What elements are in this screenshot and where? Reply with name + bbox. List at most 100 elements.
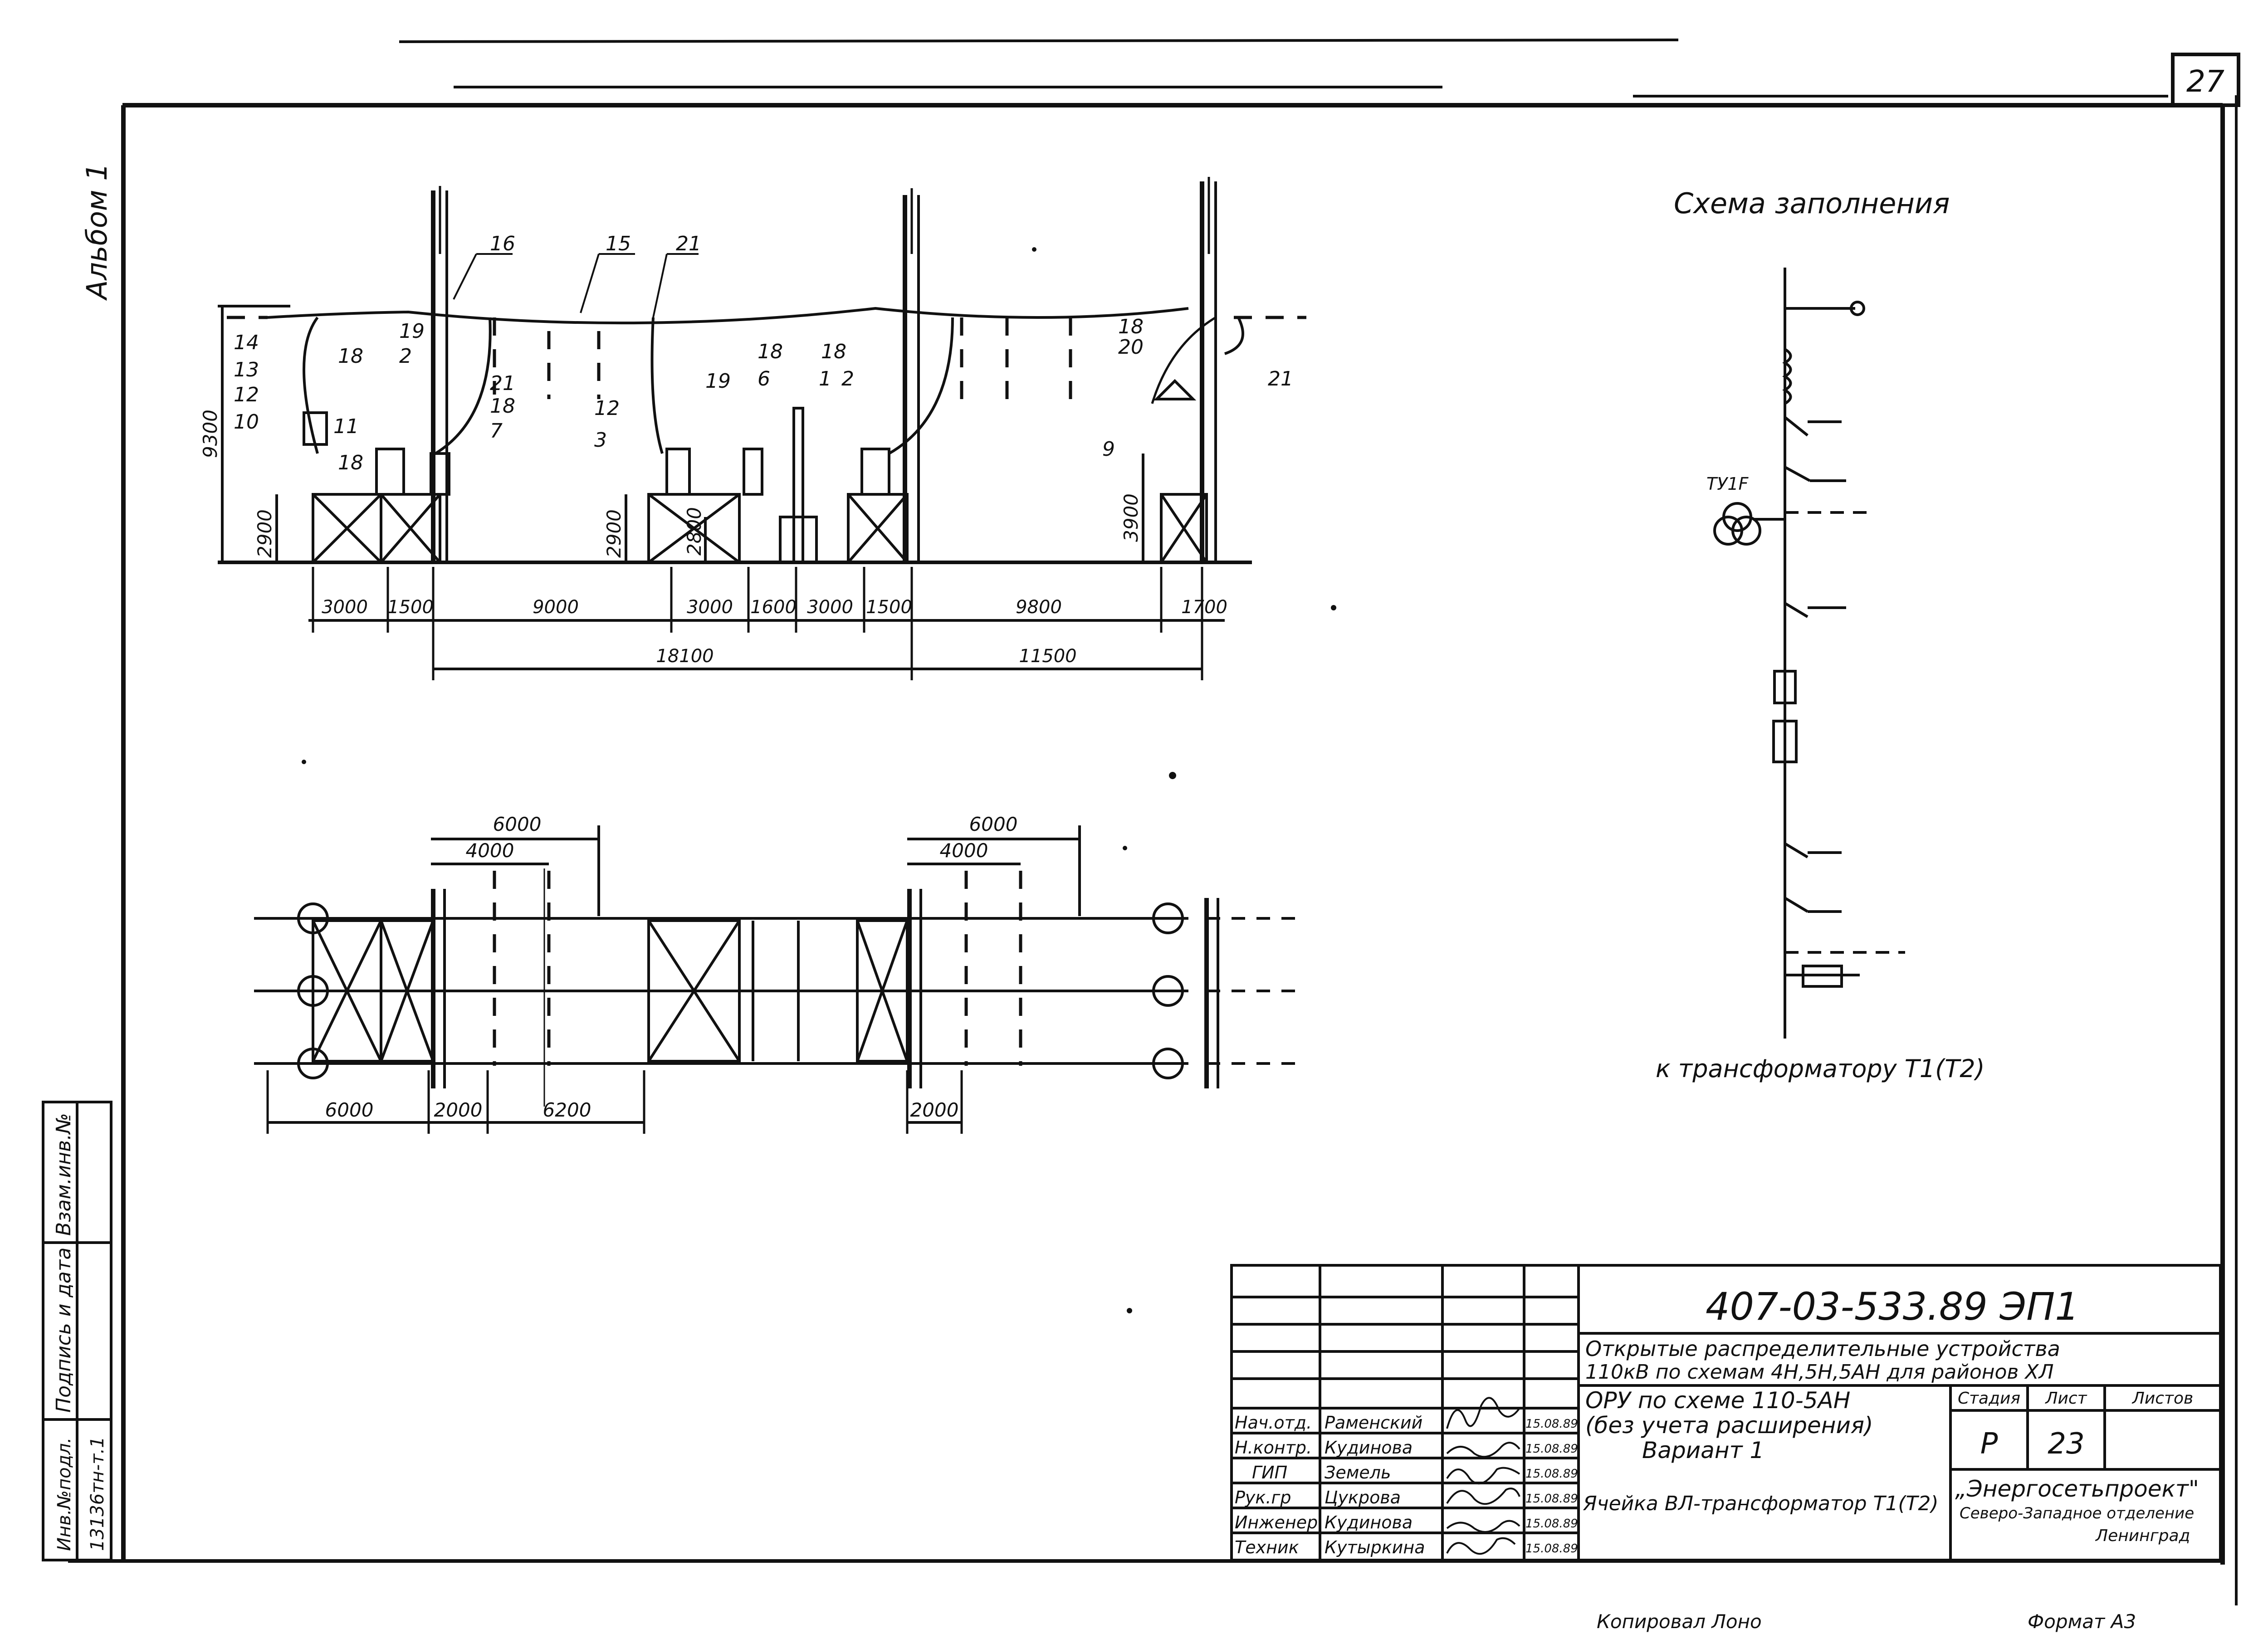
signature-date: 15.08.89 xyxy=(1525,1442,1578,1456)
signature-role: Техник xyxy=(1235,1537,1299,1557)
height-dim: 2900 xyxy=(603,509,625,558)
transformer-label: ТУ1F xyxy=(1706,474,1749,494)
height-dim: 3900 xyxy=(1120,493,1142,542)
plan-dim: 6000 xyxy=(493,813,542,835)
spacing-dim: 9000 xyxy=(533,597,579,618)
callout-label: 18 xyxy=(338,451,363,474)
side-stamp: Взам.инв.№ Подпись и дата Инв.№подл. 131… xyxy=(42,1101,112,1561)
cell-name: Ячейка ВЛ-трансформатор Т1(Т2) xyxy=(1583,1492,1939,1515)
height-dim: 2800 xyxy=(683,507,705,556)
project-title-line2: 110кВ по схемам 4Н,5Н,5АН для районов ХЛ xyxy=(1585,1361,2054,1384)
spacing-dim: 1500 xyxy=(387,597,434,618)
sheet-number: 27 xyxy=(2186,64,2224,99)
org-name: „Энергосетьпроект" xyxy=(1955,1476,2199,1502)
spacing-dim: 3000 xyxy=(687,597,733,618)
callout-label: 18 xyxy=(490,395,515,418)
elevation-callouts: 16 15 21 19 2 18 21 18 7 14 13 12 10 11 … xyxy=(234,232,1293,474)
spacing-dim: 18100 xyxy=(656,646,714,667)
handwritten-signatures xyxy=(1446,1397,1520,1555)
stage-header: Стадия xyxy=(1958,1389,2020,1408)
plan-dim: 4000 xyxy=(466,839,514,862)
callout-label: 18 xyxy=(758,340,783,363)
signature-role: ГИП xyxy=(1252,1463,1287,1483)
signature-name: Цукрова xyxy=(1325,1488,1401,1507)
callout-label: 16 xyxy=(490,232,515,255)
callout-label: 11 xyxy=(333,415,359,438)
callout-label: 14 xyxy=(234,331,259,354)
album-label: Альбом 1 xyxy=(80,163,113,301)
top-rules xyxy=(399,39,2168,98)
scan-specks xyxy=(302,247,1336,1313)
callout-label: 20 xyxy=(1118,336,1144,359)
org-city: Ленинград xyxy=(2095,1527,2190,1545)
copied-by-label: Копировал Лоно xyxy=(1597,1610,1762,1633)
callout-label: 2 xyxy=(399,345,412,368)
signature-date: 15.08.89 xyxy=(1525,1492,1578,1506)
scheme-footer: к трансформатору Т1(Т2) xyxy=(1656,1054,1985,1083)
signature-date: 15.08.89 xyxy=(1525,1467,1578,1481)
spacing-dim: 1700 xyxy=(1181,597,1227,618)
signature-date: 15.08.89 xyxy=(1525,1417,1578,1431)
callout-label: 21 xyxy=(490,372,515,395)
signature-name: Раменский xyxy=(1325,1413,1422,1433)
signature-name: Земель xyxy=(1325,1463,1391,1483)
sheet-title-line3: Вариант 1 xyxy=(1642,1437,1764,1463)
spacing-dim: 3000 xyxy=(322,597,368,618)
callout-label: 21 xyxy=(1268,367,1293,390)
callout-label: 12 xyxy=(594,397,620,420)
signature-role: Инженер xyxy=(1235,1512,1318,1532)
side-stamp-podpis-data: Подпись и дата xyxy=(52,1248,75,1413)
spacing-dim: 9800 xyxy=(1016,597,1062,618)
plan-drawing xyxy=(254,825,1297,1134)
format-label: Формат А3 xyxy=(2028,1610,2136,1633)
signature-name: Кудинова xyxy=(1325,1438,1413,1458)
elevation-spacing-dims: 3000 1500 9000 3000 1600 3000 1500 9800 … xyxy=(322,597,1227,667)
spacing-dim: 11500 xyxy=(1019,646,1076,667)
plan-dim: 6000 xyxy=(969,813,1018,835)
callout-label: 3 xyxy=(594,429,607,452)
callout-label: 12 xyxy=(234,383,259,406)
signature-date: 15.08.89 xyxy=(1525,1542,1578,1556)
sheet-title-line1: ОРУ по схеме 110-5АН xyxy=(1585,1387,1850,1414)
org-branch: Северо-Западное отделение xyxy=(1960,1504,2194,1522)
project-title-line1: Открытые распределительные устройства xyxy=(1585,1336,2060,1361)
callout-label: 13 xyxy=(234,358,259,381)
callout-label: 1 xyxy=(819,367,831,390)
elevation-height-dims: 9300 2900 2900 2800 3900 xyxy=(199,410,1142,558)
document-code: 407-03-533.89 ЭП1 xyxy=(1706,1284,2079,1329)
stage-value: Р xyxy=(1980,1427,1998,1461)
callout-label: 7 xyxy=(490,419,503,443)
sheets-header: Листов xyxy=(2131,1389,2193,1408)
side-stamp-inv-number: 13136тн-т.1 xyxy=(87,1436,108,1551)
callout-label: 10 xyxy=(234,410,259,434)
plan-dim: 2000 xyxy=(910,1099,959,1121)
callout-label: 19 xyxy=(705,370,731,393)
callout-label: 15 xyxy=(606,232,631,255)
callout-label: 21 xyxy=(676,232,701,255)
signature-role: Н.контр. xyxy=(1235,1438,1312,1458)
signature-date: 15.08.89 xyxy=(1525,1517,1578,1531)
spacing-dim: 1600 xyxy=(750,597,797,618)
plan-dim: 6200 xyxy=(543,1099,591,1121)
plan-dims: 6000 4000 6000 4000 6000 2000 6200 2000 xyxy=(325,813,1018,1121)
callout-label: 6 xyxy=(758,367,770,390)
signature-role: Рук.гр xyxy=(1235,1488,1291,1507)
signature-role: Нач.отд. xyxy=(1235,1413,1312,1433)
height-dim: 2900 xyxy=(254,509,276,558)
sheet-header: Лист xyxy=(2044,1389,2087,1408)
sheet-title-line2: (без учета расширения) xyxy=(1585,1412,1873,1439)
single-line-diagram xyxy=(1713,268,1905,1039)
plan-dim: 4000 xyxy=(940,839,988,862)
callout-label: 18 xyxy=(1118,315,1144,338)
callout-label: 19 xyxy=(399,320,425,343)
spacing-dim: 1500 xyxy=(866,597,912,618)
callout-label: 18 xyxy=(338,345,363,368)
height-dim: 9300 xyxy=(199,410,221,458)
callout-label: 18 xyxy=(821,340,846,363)
callout-label: 2 xyxy=(841,367,854,390)
elevation-drawing xyxy=(218,177,1306,680)
side-stamp-inv-podl: Инв.№подл. xyxy=(54,1437,75,1551)
signature-name: Кудинова xyxy=(1325,1512,1413,1532)
callout-label: 9 xyxy=(1102,438,1115,461)
